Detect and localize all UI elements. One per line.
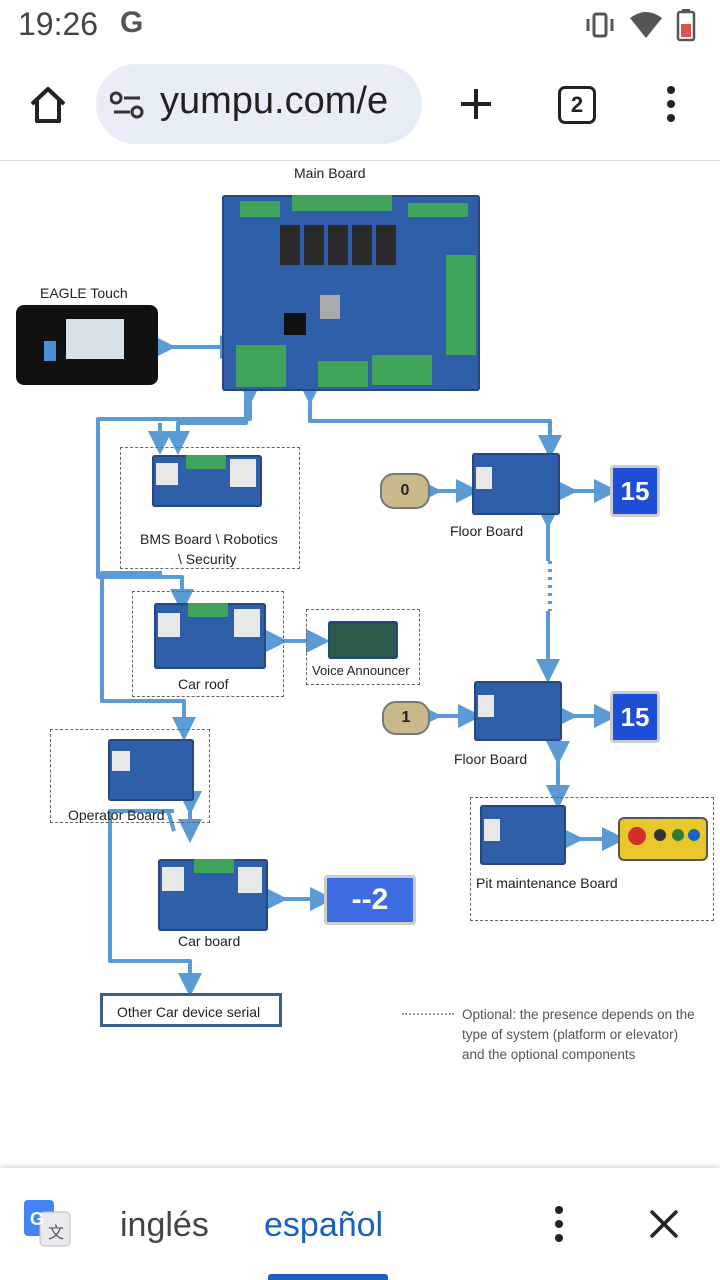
wifi-icon — [630, 12, 662, 38]
pit-maintenance-label: Pit maintenance Board — [476, 875, 618, 891]
pit-pendant-image — [618, 817, 708, 861]
url-text: yumpu.com/e — [160, 80, 389, 122]
battery-icon — [676, 9, 696, 42]
floor-board-1-label: Floor Board — [450, 523, 524, 539]
new-tab-icon[interactable] — [458, 86, 494, 122]
pit-board-image — [480, 805, 566, 865]
voice-announcer-image — [328, 621, 398, 659]
floor-button-1: 1 — [382, 701, 430, 735]
site-settings-icon[interactable] — [110, 90, 144, 120]
main-board-label: Main Board — [294, 165, 366, 181]
operator-board-label: Operator Board — [68, 807, 165, 823]
voice-announcer-label: Voice Announcer — [312, 663, 410, 678]
floor-button-0: 0 — [380, 473, 430, 509]
floor-board-2-image — [474, 681, 562, 741]
floor-display-2: 15 — [610, 691, 660, 743]
address-bar[interactable]: yumpu.com/e — [96, 64, 422, 144]
optional-note: Optional: the presence depends on the ty… — [462, 1007, 695, 1062]
tab-switcher-button[interactable]: 2 — [558, 86, 596, 124]
tab-count: 2 — [570, 92, 584, 117]
eagle-touch-device — [16, 305, 158, 385]
bms-label-line2: \ Security — [178, 551, 237, 567]
clock: 19:26 — [18, 6, 99, 42]
pit-maintenance-group — [470, 797, 714, 921]
google-translate-icon: G 文 — [24, 1200, 71, 1247]
car-roof-group — [132, 591, 284, 697]
document-page: Main Board EAGLE Touch BMS Board \ Robot… — [0, 161, 720, 1166]
svg-text:G: G — [30, 1209, 44, 1229]
operator-board-group — [50, 729, 210, 823]
car-board-label: Car board — [178, 933, 241, 949]
operator-board-image — [108, 739, 194, 801]
connection-lines — [96, 335, 626, 997]
target-language-tab[interactable]: español — [264, 1206, 384, 1244]
close-icon[interactable] — [648, 1208, 680, 1240]
other-car-device-box: Other Car device serial — [100, 993, 282, 1027]
bms-label-line1: BMS Board \ Robotics — [140, 531, 278, 547]
other-car-device-label: Other Car device serial — [117, 1004, 261, 1020]
browser-toolbar: yumpu.com/e 2 — [0, 56, 720, 156]
bms-board-image — [152, 455, 262, 507]
svg-text:文: 文 — [48, 1223, 64, 1242]
translate-menu-icon[interactable] — [552, 1204, 566, 1244]
car-display: --2 — [324, 875, 416, 925]
floor-display-1: 15 — [610, 465, 660, 517]
voice-announcer-group — [306, 609, 420, 685]
status-icons — [586, 9, 696, 42]
bms-board-group — [120, 447, 300, 569]
active-tab-indicator — [268, 1274, 388, 1280]
main-board-image — [222, 195, 480, 391]
car-roof-label: Car roof — [178, 676, 229, 692]
eagle-touch-label: EAGLE Touch — [40, 285, 128, 301]
floor-board-2-label: Floor Board — [454, 751, 528, 767]
car-board-image — [158, 859, 268, 931]
vibrate-icon — [586, 12, 614, 38]
optional-legend-line — [402, 1013, 454, 1015]
google-icon: G — [120, 6, 144, 39]
source-language-tab[interactable]: inglés — [120, 1206, 209, 1244]
status-bar: 19:26 G — [0, 0, 720, 52]
floor-board-1-image — [472, 453, 560, 515]
menu-icon[interactable] — [664, 84, 678, 124]
car-roof-image — [154, 603, 266, 669]
toolbar-divider — [0, 160, 720, 161]
translate-bar: G 文 inglés español — [0, 1168, 720, 1280]
home-icon[interactable] — [26, 84, 70, 126]
